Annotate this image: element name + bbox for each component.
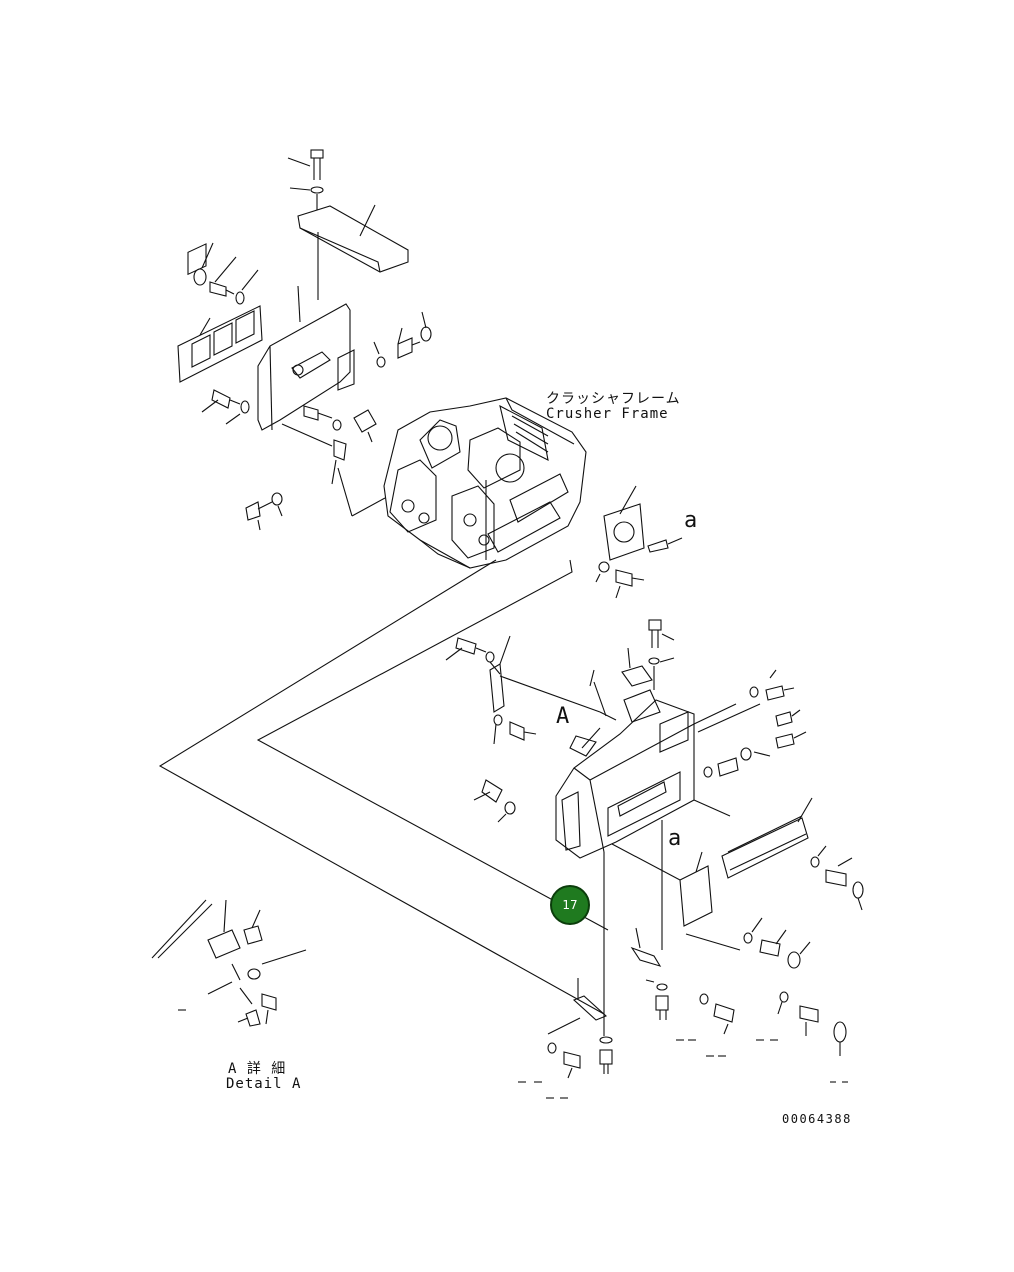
view-a-lower-label: a [668, 826, 682, 851]
detail-a-drawing [151, 899, 307, 1027]
right-lower-bolts [685, 845, 864, 969]
right-seals-bolts [337, 311, 432, 517]
lower-brackets [547, 820, 663, 1035]
left-frame-panel [257, 285, 355, 431]
view-a-upper-label: a [684, 508, 698, 533]
upper-bracket-bolts [445, 635, 601, 823]
bottom-bolts [547, 979, 847, 1079]
left-lower-bolts [201, 389, 347, 531]
crusher-frame-label-en: Crusher Frame [546, 406, 669, 422]
view-A-arrow-label: A [556, 704, 570, 729]
assembly-guide-lines [158, 559, 609, 1036]
detail-a-label-jp: A 詳 細 [228, 1061, 287, 1077]
top-cover-plate [297, 204, 409, 300]
part-callout-17[interactable]: 17 [550, 885, 590, 925]
part-callout-number: 17 [562, 898, 578, 912]
top-bolt [287, 149, 324, 210]
rear-cover-plate [693, 797, 813, 879]
front-cover-plate [611, 843, 713, 927]
detail-a-label-en: Detail A [226, 1076, 302, 1092]
leader-dashes [178, 1009, 848, 1099]
crusher-frame-label-jp: クラッシャフレーム [546, 391, 681, 407]
drawing-number: 00064388 [782, 1112, 852, 1126]
crusher-frame-body [383, 397, 587, 569]
left-seals-bolts [193, 242, 259, 305]
side-cover-mesh [177, 243, 263, 383]
right-upper-bolts [703, 669, 807, 778]
main-lower-frame [555, 669, 761, 859]
right-side-plate [595, 485, 683, 599]
top-plate-and-bolt [621, 619, 675, 690]
